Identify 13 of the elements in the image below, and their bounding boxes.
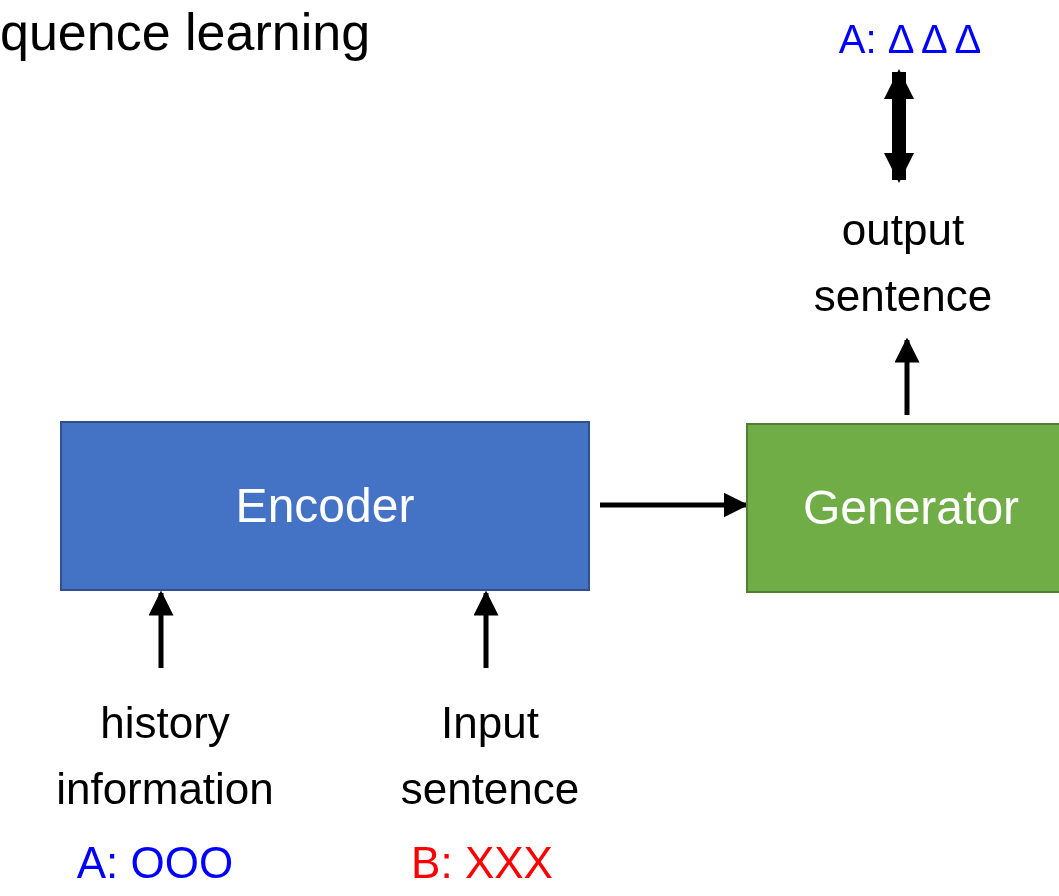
input-label: Input sentence [360, 676, 620, 836]
arrow [148, 590, 174, 668]
output-example: A: Δ Δ Δ [790, 8, 1030, 70]
arrow [473, 590, 499, 668]
arrow [884, 69, 914, 183]
input-label: history information [5, 676, 325, 836]
example-sentence: A: OOO [76, 838, 234, 888]
output-label: output sentence [778, 188, 1028, 338]
title: quence learning [0, 2, 371, 62]
generator-box: Generator [746, 423, 1059, 593]
example-sentence: B: XXX [411, 838, 553, 888]
encoder-box: Encoder [60, 421, 590, 591]
arrow [894, 337, 920, 415]
